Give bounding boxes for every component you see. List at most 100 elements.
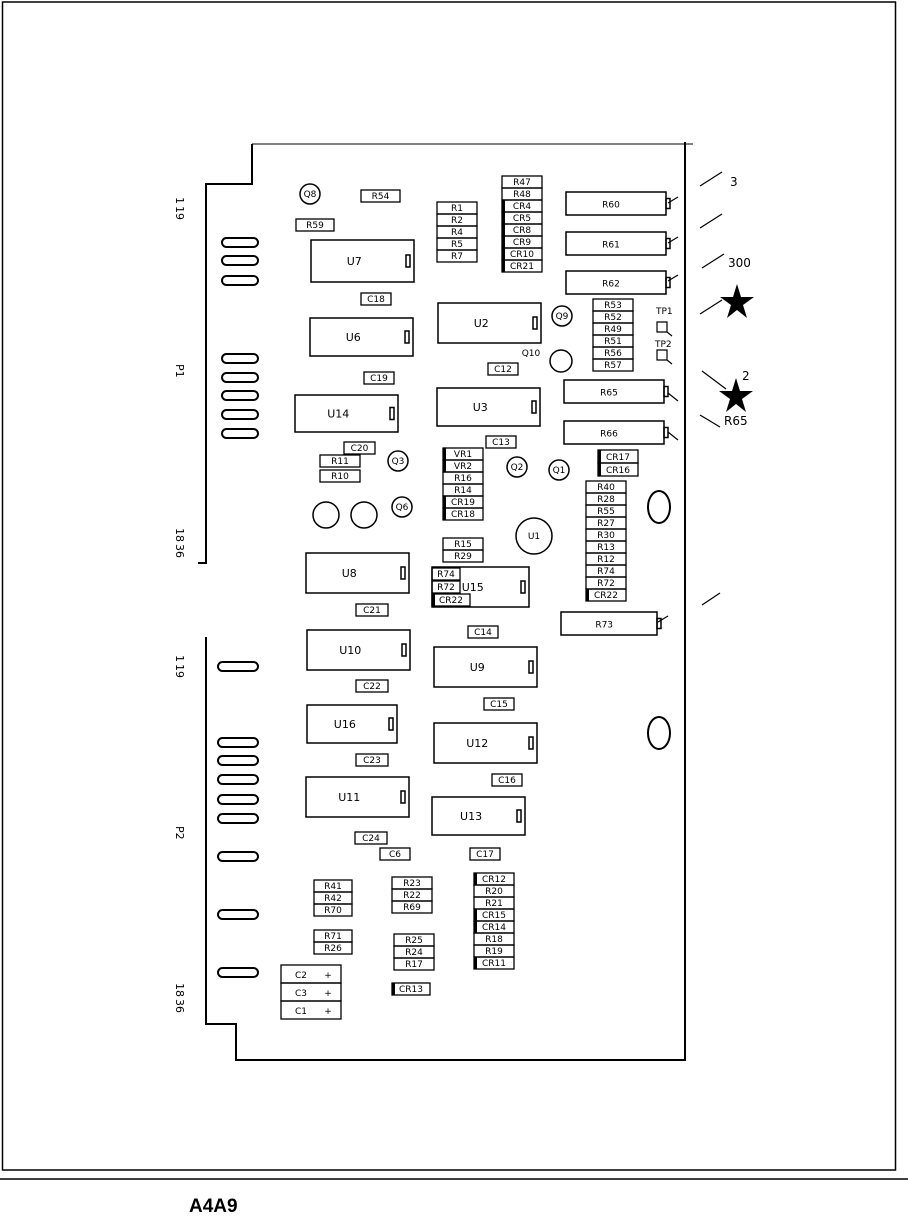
part-r11-label: R11 — [331, 457, 349, 467]
part-r41-label: R41 — [324, 882, 342, 892]
board-outline-top — [198, 144, 253, 564]
ic-u6-notch — [404, 330, 410, 344]
part-r57-label: R57 — [604, 361, 622, 371]
ic-u12-notch — [528, 736, 534, 750]
test-point-tp2 — [656, 349, 673, 365]
part-cr22-label: CR22 — [439, 596, 463, 606]
transistor-q8 — [299, 183, 321, 205]
part-r22-label: R22 — [403, 891, 421, 901]
ic-u2 — [437, 302, 542, 344]
ic-u10 — [306, 629, 411, 671]
part-cr13-band — [392, 983, 395, 995]
ic-u15-label: U15 — [462, 581, 484, 594]
transistor-q3 — [387, 450, 409, 472]
part-r49-label: R49 — [604, 325, 622, 335]
part-vr2-band — [443, 460, 446, 472]
ic-u3-label: U3 — [473, 401, 488, 414]
p1-label: P1 — [173, 364, 186, 378]
part-cr12-label: CR12 — [482, 875, 506, 885]
ic-u11-notch — [400, 790, 406, 804]
part-cr17-label: CR17 — [606, 453, 630, 463]
part-r40-label: R40 — [597, 483, 615, 493]
part-r10-label: R10 — [331, 472, 349, 482]
part-cr10-label: CR10 — [510, 250, 534, 260]
part-cr21-band — [502, 260, 505, 272]
mounting-hole — [647, 490, 671, 524]
part-r51-label: R51 — [604, 337, 622, 347]
part-c18 — [360, 292, 392, 306]
ic-u16-notch — [388, 717, 394, 731]
part-cr16-label: CR16 — [606, 466, 630, 476]
part-r17-label: R17 — [405, 960, 423, 970]
part-r52-label: R52 — [604, 313, 622, 323]
star-icon — [719, 378, 753, 412]
capacitor-c1 — [280, 1000, 342, 1020]
part-r74-label: R74 — [597, 567, 615, 577]
resistor-r66-notch — [663, 426, 669, 439]
transistor-u1-label: U1 — [528, 532, 540, 542]
test-point-tp1 — [656, 321, 673, 337]
page-frame — [1, 1, 897, 1171]
part-r72-label: R72 — [597, 579, 615, 589]
ic-u12-label: U12 — [466, 737, 488, 750]
part-cr8-label: CR8 — [513, 226, 532, 236]
part-r26-label: R26 — [324, 944, 342, 954]
transistor-q2 — [506, 456, 528, 478]
part-r14-label: R14 — [454, 486, 472, 496]
part-r7-label: R7 — [451, 252, 463, 262]
p2-pin-18: 18 — [173, 983, 186, 997]
ic-u12 — [433, 722, 538, 764]
resistor-r62-label: R62 — [602, 280, 620, 290]
part-r5-label: R5 — [451, 240, 463, 250]
transistor-q1-label: Q1 — [553, 466, 566, 476]
resistor-r65-label: R65 — [600, 389, 618, 399]
p2-pin-19: 19 — [173, 664, 186, 678]
callout-r65: R65 — [724, 414, 748, 428]
part-cr22-label: CR22 — [594, 591, 618, 601]
part-vr1-label: VR1 — [454, 450, 472, 460]
board-outline-bottom — [205, 142, 686, 1061]
resistor-r73-notch — [656, 617, 662, 630]
part-c6 — [379, 847, 411, 861]
ic-u3 — [436, 387, 541, 427]
capacitor-c3-plus: + — [324, 989, 332, 999]
part-r23-label: R23 — [403, 879, 421, 889]
ic-u13 — [431, 796, 526, 836]
connector-p2-contacts — [217, 661, 259, 978]
part-c19-label: C19 — [370, 374, 388, 384]
part-c14 — [467, 625, 499, 639]
ic-u3-notch — [531, 400, 537, 414]
capacitor-c1-label: C1 — [295, 1007, 307, 1017]
capacitor-c3-label: C3 — [295, 989, 307, 999]
part-r19-label: R19 — [485, 947, 503, 957]
transistor-q6 — [391, 496, 413, 518]
part-cr13-label: CR13 — [399, 985, 423, 995]
p1-pin-36: 36 — [173, 544, 186, 558]
transistor-q6-label: Q6 — [396, 503, 409, 513]
part-r7 — [436, 249, 478, 263]
part-c12-label: C12 — [494, 365, 512, 375]
ic-u13-notch — [516, 809, 522, 823]
part-cr17-band — [598, 450, 601, 463]
ic-u10-notch — [401, 643, 407, 657]
ic-u2-notch — [532, 316, 538, 330]
part-cr10-band — [502, 248, 505, 260]
part-r15-label: R15 — [454, 540, 472, 550]
part-r72-label: R72 — [437, 583, 455, 593]
part-cr11-label: CR11 — [482, 959, 506, 969]
part-r4-label: R4 — [451, 228, 463, 238]
part-r11 — [319, 454, 361, 468]
ic-u16-label: U16 — [334, 718, 356, 731]
part-r59-label: R59 — [306, 221, 324, 231]
part-r29 — [442, 549, 484, 563]
callout-300: 300 — [728, 256, 751, 270]
part-c19 — [363, 371, 395, 385]
part-c20-label: C20 — [351, 444, 369, 454]
resistor-r61-label: R61 — [602, 241, 620, 251]
part-c23-label: C23 — [363, 756, 381, 766]
part-r71-label: R71 — [324, 932, 342, 942]
part-cr8-band — [502, 224, 505, 236]
part-r55-label: R55 — [597, 507, 615, 517]
part-r69 — [391, 900, 433, 914]
